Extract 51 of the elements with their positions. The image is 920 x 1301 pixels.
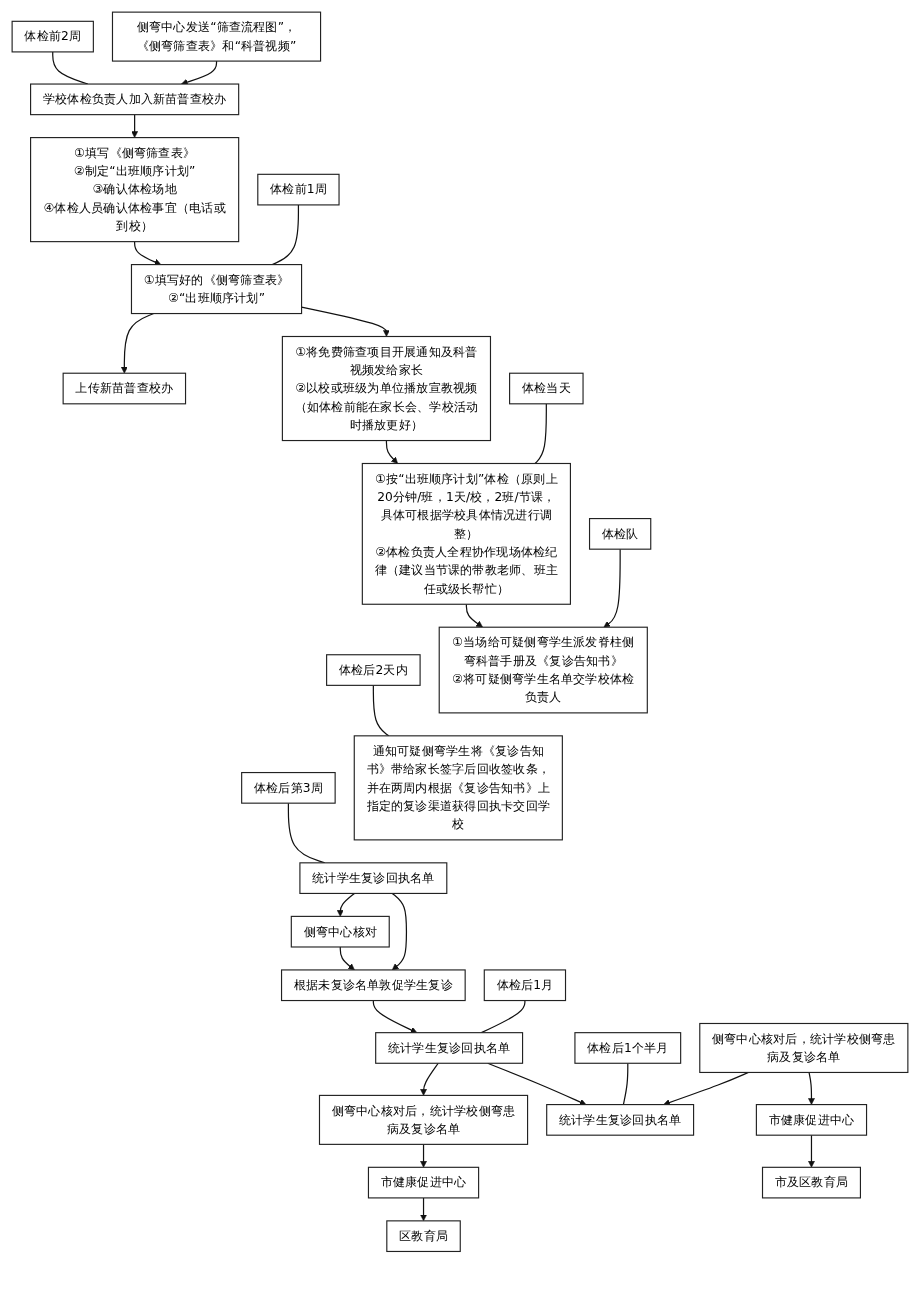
node-box: 侧弯中心发送“筛查流程图”，《侧弯筛查表》和“科普视频” — [111, 11, 322, 62]
node-box: 体检前1周 — [257, 173, 340, 206]
arrow — [487, 1062, 587, 1106]
arrow — [420, 1062, 439, 1096]
connector — [534, 403, 547, 465]
node-box: 侧弯中心核对后，统计学校侧弯患病及复诊名单 — [699, 1022, 909, 1074]
node-box: 通知可疑侧弯学生将《复诊告知书》带给家长签字后回收签收条，并在两周内根据《复诊告知书》上指定的复诊渠道获得回执卡交回学校 — [353, 735, 563, 841]
node-box: ①填写《侧弯筛查表》 ②制定“出班顺序计划” ③确认体检场地 ④体检人员确认体检事宜（电话或到校） — [30, 137, 240, 243]
arrow — [134, 241, 162, 266]
node-box: ①按“出班顺序计划”体检（原则上20分钟/班，1天/校，2班/节课，具体可根据学校具体情况进行调整） ②体检负责人全程协作现场体检纪律（建议当节课的带教老师、班主任或级长帮忙） — [361, 462, 571, 605]
node-box: 侧弯中心核对后，统计学校侧弯患病及复诊名单 — [318, 1094, 529, 1145]
arrow — [181, 60, 218, 86]
connector — [372, 684, 390, 737]
arrow — [336, 892, 356, 917]
node-box: 区教育局 — [386, 1220, 461, 1253]
arrow — [603, 548, 621, 628]
node-box: 体检后1个半月 — [574, 1032, 682, 1064]
arrow — [808, 1071, 815, 1105]
arrow — [385, 439, 398, 464]
node-box: 体检后2天内 — [326, 654, 421, 686]
node-box: 根据未复诊名单敦促学生复诊 — [280, 969, 466, 1002]
arrow — [808, 1134, 815, 1168]
node-box: 上传新苗普查校办 — [62, 372, 187, 405]
node-box: ①填写好的《侧弯筛查表》 ②“出班顺序计划” — [130, 264, 303, 315]
node-box: ①当场给可疑侧弯学生派发脊柱侧弯科普手册及《复诊告知书》 ②将可疑侧弯学生名单交学校体检负责人 — [438, 626, 648, 714]
node-box: 侧弯中心核对 — [290, 915, 390, 948]
connector — [480, 999, 526, 1034]
arrow — [663, 1071, 749, 1106]
node-box: 体检后1月 — [483, 969, 567, 1002]
arrow — [465, 603, 483, 628]
arrow — [372, 999, 418, 1034]
node-box: 体检前2周 — [11, 20, 94, 53]
arrow — [339, 946, 355, 971]
node-box: 市健康促进中心 — [367, 1166, 480, 1199]
node-box: 体检后第3周 — [241, 772, 336, 804]
arrow — [420, 1143, 427, 1168]
node-box: 体检队 — [588, 518, 652, 550]
arrow — [131, 114, 138, 138]
connector — [271, 204, 300, 266]
node-box: 统计学生复诊回执名单 — [546, 1104, 695, 1136]
node-box: ①将免费筛查项目开展通知及科普视频发给家长 ②以校或班级为单位播放宣教视频（如体检前能在家长会、学校活动时播放更好） — [281, 335, 492, 442]
arrow — [120, 312, 155, 374]
node-box: 体检当天 — [509, 372, 584, 405]
arrow — [420, 1197, 427, 1222]
node-box: 市及区教育局 — [761, 1166, 861, 1199]
node-box: 学校体检负责人加入新苗普查校办 — [30, 83, 240, 116]
connector — [622, 1062, 629, 1106]
node-box: 统计学生复诊回执名单 — [375, 1032, 524, 1064]
arrow — [391, 892, 408, 971]
node-box: 统计学生复诊回执名单 — [299, 862, 448, 894]
node-box: 市健康促进中心 — [755, 1104, 868, 1136]
